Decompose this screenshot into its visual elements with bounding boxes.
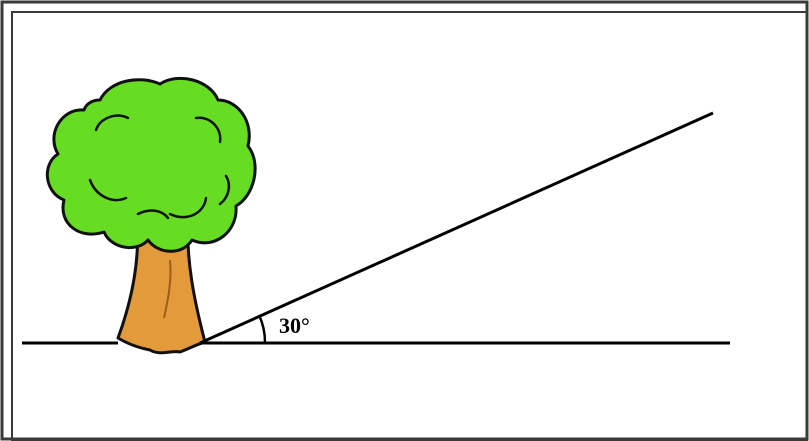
tree-icon bbox=[45, 76, 257, 355]
angle-label: 30° bbox=[279, 313, 310, 338]
tree-trunk-detail bbox=[163, 259, 172, 319]
tree-foliage-detail bbox=[88, 114, 231, 220]
inner-frame bbox=[11, 11, 808, 441]
inclined-line bbox=[199, 111, 714, 345]
tree-trunk bbox=[116, 216, 207, 355]
angle-arc bbox=[257, 314, 267, 344]
